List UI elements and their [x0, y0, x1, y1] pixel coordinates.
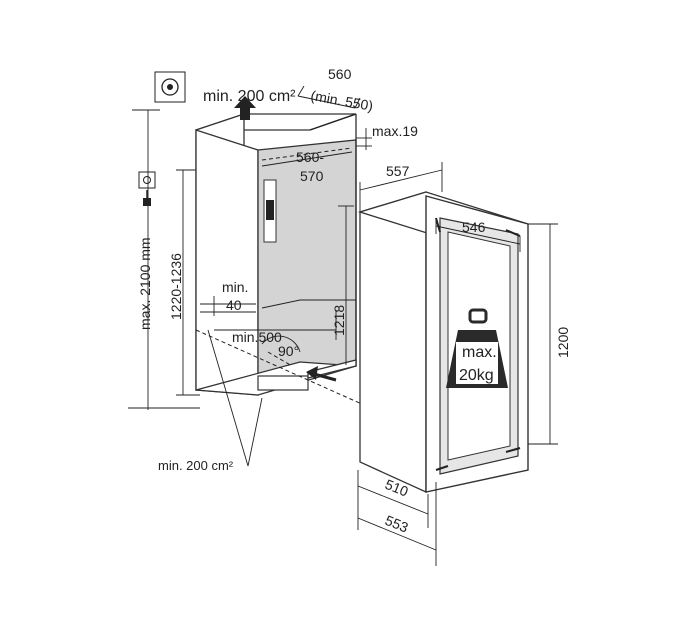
- wall-socket-icon: [154, 71, 186, 103]
- depth-557-dimension: [359, 162, 443, 212]
- weight-label-b: 20kg: [459, 367, 494, 384]
- top-vent-arrow: [234, 96, 256, 120]
- max19-label: max.19: [372, 123, 418, 139]
- niche-width-min-label: (min. 550): [309, 87, 374, 114]
- inner-width-label-a: 560-: [296, 149, 324, 165]
- inner-width-label-b: 570: [300, 168, 324, 184]
- depth-510-dimension: [357, 470, 429, 528]
- min500-dimension: [214, 310, 337, 340]
- niche-width-dimension: [297, 85, 361, 109]
- max19-dimension: [356, 128, 372, 150]
- min40-label-a: min.: [222, 279, 248, 295]
- top-vent-label: min. 200 cm²: [203, 88, 296, 105]
- height-1218-dimension: [338, 205, 354, 365]
- depth-553-dimension: [357, 482, 437, 566]
- total-height-dimension: max. 2100 mm: [128, 109, 200, 410]
- appliance: [357, 191, 531, 494]
- min500-label: min.500: [232, 329, 282, 345]
- niche-cabinet: [195, 113, 357, 396]
- door-angle-indicator: [261, 335, 301, 367]
- bottom-vent-arrow: [306, 366, 337, 382]
- depth-553-label: 553: [383, 512, 411, 536]
- inner-width-dimension: [261, 147, 353, 167]
- angle-label: 90°: [278, 343, 299, 359]
- weight-icon: [446, 308, 508, 388]
- bottom-vent-label: min. 200 cm²: [158, 458, 234, 473]
- height-1200-label: 1200: [555, 327, 571, 358]
- niche-height-label: 1220-1236: [168, 253, 184, 320]
- min40-label-b: 40: [226, 297, 242, 313]
- min40-dimension: [200, 296, 256, 316]
- width-546-dimension: [435, 218, 521, 252]
- height-1200-dimension: [528, 223, 558, 445]
- total-height-label: max. 2100 mm: [137, 237, 153, 330]
- depth-557-label: 557: [386, 163, 410, 179]
- niche-width-label: 560: [328, 66, 352, 82]
- width-546-label: 546: [462, 219, 486, 235]
- weight-label-a: max.: [462, 344, 497, 361]
- height-1218-label: 1218: [331, 305, 347, 336]
- power-plug-icon: [138, 171, 156, 206]
